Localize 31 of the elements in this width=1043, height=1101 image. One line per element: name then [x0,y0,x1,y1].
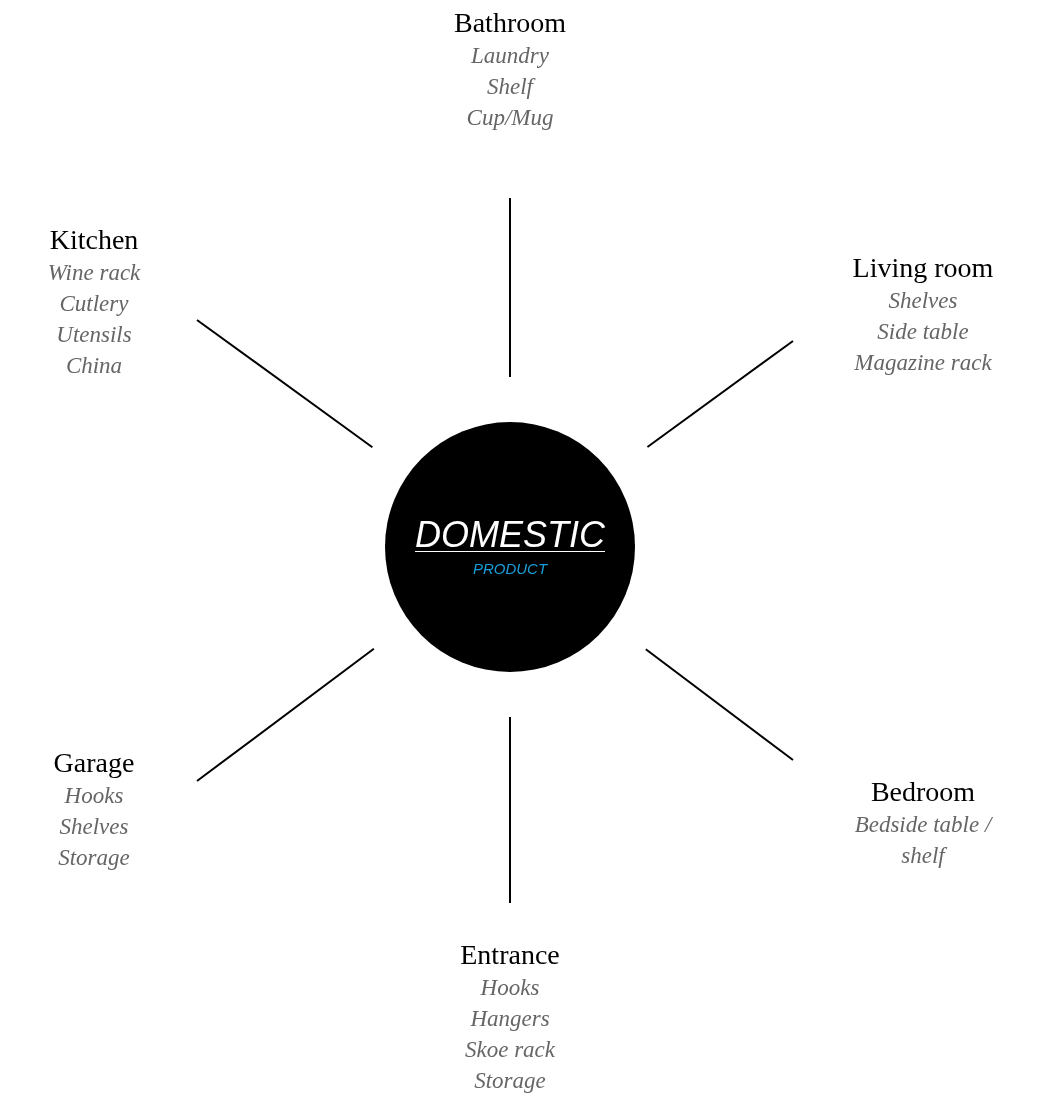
item-text: Cup/Mug [466,104,554,132]
connector-line [509,716,511,904]
connector-line [646,340,794,448]
item-text: Storage [58,844,130,872]
connector-line [196,319,374,449]
hub-subtitle: PRODUCT [472,559,548,579]
item-text: Hangers [470,1005,550,1033]
item-text: Cutlery [59,290,129,318]
room-heading: Bedroom [870,775,976,809]
room-heading: Entrance [460,938,560,972]
item-text: Shelves [59,813,129,841]
connector-line [644,648,794,761]
connector-line [509,197,511,378]
item-text: Hooks [64,782,124,810]
item-text: Hooks [480,974,540,1002]
item-text: Wine rack [47,259,141,287]
room-heading: Kitchen [49,223,139,257]
room-heading: Living room [852,251,994,285]
room-heading: Bathroom [454,6,566,40]
room-heading: Garage [53,746,135,780]
item-text: Magazine rack [854,349,992,377]
item-text: Storage [474,1067,546,1095]
item-text: Shelves [888,287,958,315]
item-text: Laundry [471,42,549,70]
item-text: Side table [877,318,969,346]
item-text: Skoe rack [464,1036,555,1064]
item-text: Bedside table / shelf [853,811,994,870]
item-text: China [65,352,123,380]
hub-title: DOMESTIC [415,515,605,555]
item-text: Utensils [56,321,132,349]
connector-line [196,647,375,782]
